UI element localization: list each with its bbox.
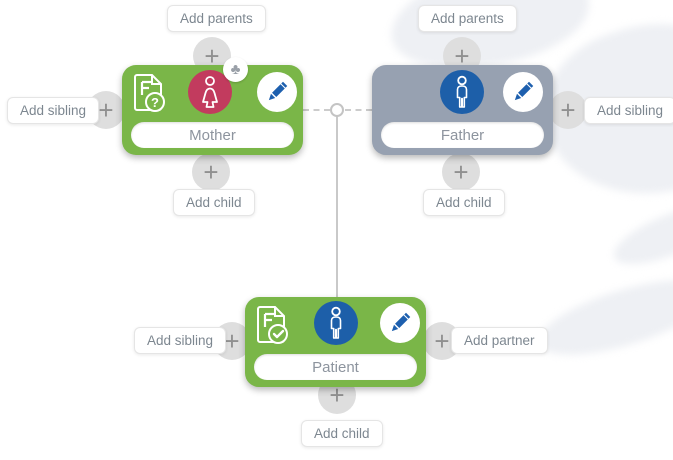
edit-icon[interactable]: [503, 72, 543, 112]
node-name-patient: Patient: [254, 354, 417, 380]
add-child-button-mother[interactable]: Add child: [173, 189, 255, 216]
node-mother[interactable]: ? ♣ Mother: [122, 57, 303, 155]
check-mark-glyph: [272, 329, 285, 339]
male-person-icon[interactable]: [440, 70, 484, 114]
edit-icon[interactable]: [380, 303, 420, 343]
add-child-button-father[interactable]: Add child: [423, 189, 505, 216]
add-parents-button-mother[interactable]: Add parents: [167, 5, 266, 32]
add-parents-button-father[interactable]: Add parents: [418, 5, 517, 32]
background-watermark: [530, 264, 673, 371]
add-child-button-patient[interactable]: Add child: [301, 420, 383, 447]
questionnaire-pending-icon[interactable]: ?: [130, 72, 168, 114]
edit-icon[interactable]: [257, 72, 297, 112]
club-badge-icon: ♣: [223, 57, 248, 82]
node-name-mother: Mother: [131, 122, 294, 148]
add-sibling-button-patient[interactable]: Add sibling: [134, 327, 227, 354]
add-sibling-button-mother[interactable]: Add sibling: [7, 97, 100, 124]
node-father[interactable]: Father: [372, 65, 553, 155]
questionnaire-complete-icon[interactable]: [253, 304, 291, 346]
child-connector-line: [336, 116, 338, 297]
add-partner-button-patient[interactable]: Add partner: [451, 327, 548, 354]
male-person-icon[interactable]: [314, 301, 358, 345]
add-child-plus-father[interactable]: +: [442, 153, 480, 191]
add-child-plus-mother[interactable]: +: [192, 153, 230, 191]
add-sibling-plus-father[interactable]: +: [549, 91, 587, 129]
add-sibling-button-father[interactable]: Add sibling: [584, 97, 673, 124]
background-watermark: [606, 193, 673, 277]
node-patient[interactable]: Patient: [245, 297, 426, 387]
union-point: [330, 103, 344, 117]
node-name-father: Father: [381, 122, 544, 148]
question-mark-glyph: ?: [151, 95, 159, 110]
female-person-icon[interactable]: [188, 70, 232, 114]
